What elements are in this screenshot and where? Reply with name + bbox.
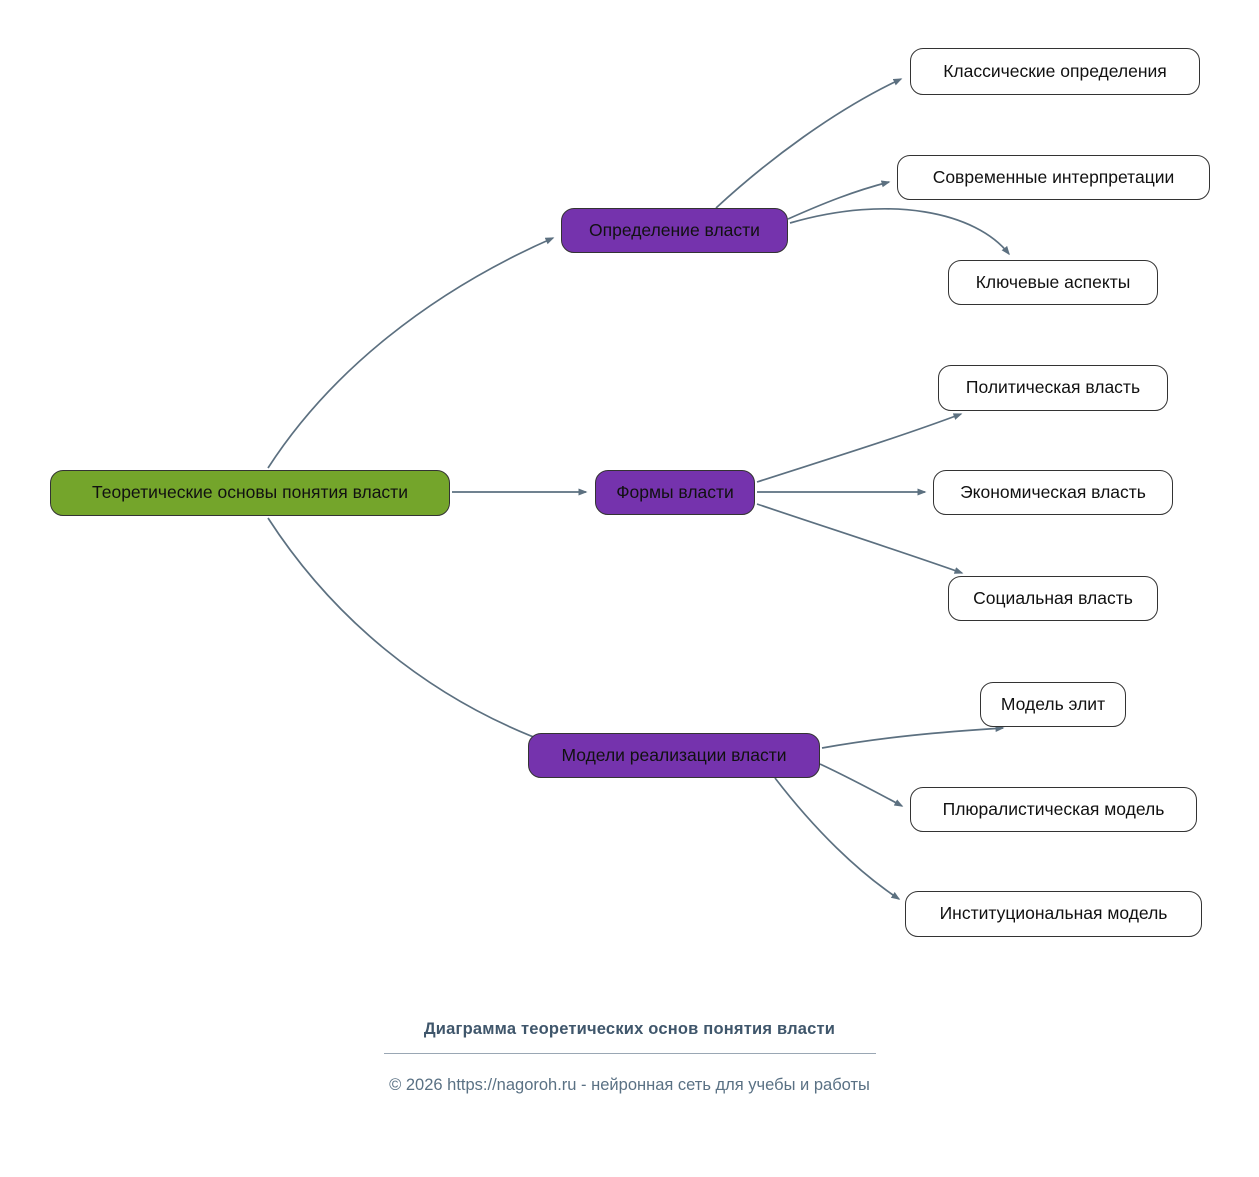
node-leaf-key-aspects: Ключевые аспекты: [948, 260, 1158, 305]
node-leaf-modern-interpretations: Современные интерпретации: [897, 155, 1210, 200]
node-leaf-label: Современные интерпретации: [932, 166, 1175, 187]
node-leaf-elite-model: Модель элит: [980, 682, 1126, 727]
diagram-footer: Диаграмма теоретических основ понятия вл…: [0, 1020, 1259, 1095]
edge-definition-to-modern: [787, 180, 891, 220]
node-branch-definition-label: Определение власти: [589, 219, 760, 240]
edge-root-to-definition: [267, 237, 555, 469]
node-leaf-social-power: Социальная власть: [948, 576, 1158, 621]
footer-title: Диаграмма теоретических основ понятия вл…: [423, 1020, 836, 1038]
node-leaf-label: Экономическая власть: [960, 481, 1146, 502]
node-leaf-pluralistic-model: Плюралистическая модель: [910, 787, 1197, 832]
node-leaf-label: Модель элит: [1000, 693, 1106, 714]
node-leaf-label: Институциональная модель: [939, 903, 1168, 924]
edge-models-to-institutional: [774, 777, 901, 900]
node-leaf-political-power: Политическая власть: [938, 365, 1168, 411]
edge-models-to-elite: [821, 724, 1005, 749]
edge-definition-to-classical: [715, 78, 903, 209]
footer-copyright: © 2026 https://nagoroh.ru - нейронная се…: [389, 1076, 870, 1094]
node-branch-forms-label: Формы власти: [616, 481, 734, 502]
node-branch-models: Модели реализации власти: [528, 733, 820, 778]
edge-forms-to-social: [756, 503, 964, 574]
node-root: Теоретические основы понятия власти: [50, 470, 450, 516]
node-leaf-label: Политическая власть: [965, 377, 1141, 398]
node-leaf-label: Классические определения: [943, 60, 1167, 81]
edge-root-to-models: [267, 517, 554, 745]
node-branch-definition: Определение власти: [561, 208, 788, 253]
node-leaf-economic-power: Экономическая власть: [933, 470, 1173, 515]
node-leaf-label: Ключевые аспекты: [975, 271, 1131, 292]
footer-divider: [383, 1053, 876, 1054]
node-root-label: Теоретические основы понятия власти: [92, 482, 408, 503]
edge-forms-to-political: [756, 413, 963, 483]
node-leaf-institutional-model: Институциональная модель: [905, 891, 1202, 937]
node-leaf-label: Плюралистическая модель: [942, 798, 1165, 819]
node-branch-forms: Формы власти: [595, 470, 755, 515]
edge-definition-to-key-aspects: [789, 208, 1010, 256]
edge-models-to-pluralistic: [819, 763, 904, 807]
node-leaf-classical-definitions: Классические определения: [910, 48, 1200, 95]
node-leaf-label: Социальная власть: [973, 587, 1133, 608]
node-branch-models-label: Модели реализации власти: [561, 744, 787, 765]
